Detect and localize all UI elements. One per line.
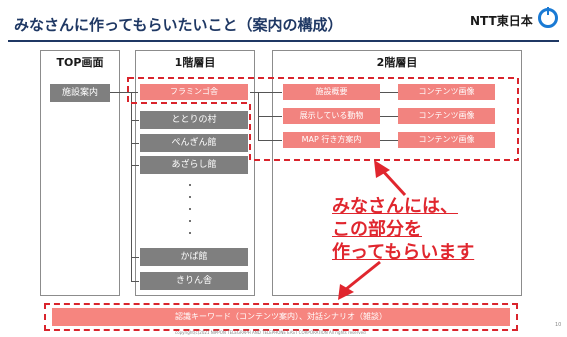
level1-item[interactable]: かば館 xyxy=(140,248,248,266)
connector-line xyxy=(131,165,139,166)
top-item-facility-guide[interactable]: 施設案内 xyxy=(50,84,110,102)
connector-line xyxy=(131,120,139,121)
level1-column-header: 1階層目 xyxy=(174,56,216,69)
connector-line xyxy=(258,140,282,141)
level1-item-flamingo[interactable]: フラミンゴ舎 xyxy=(140,84,248,100)
footer-keyword-bar[interactable]: 認識キーワード（コンテンツ案内）、対話シナリオ（雑談） xyxy=(52,308,510,326)
level1-item[interactable]: きりん舎 xyxy=(140,272,248,290)
connector-line xyxy=(380,140,398,141)
level2-item-overview[interactable]: 施設概要 xyxy=(283,84,380,100)
page-title: みなさんに作ってもらいたいこと（案内の構成） xyxy=(14,16,343,34)
level2-item-map[interactable]: MAP 行き方案内 xyxy=(283,132,380,148)
ellipsis-dot xyxy=(189,196,191,198)
connector-line xyxy=(131,257,139,258)
callout-line-1: みなさんには、 xyxy=(332,196,458,217)
content-image-box[interactable]: コンテンツ画像 xyxy=(398,84,495,100)
title-divider xyxy=(8,40,559,42)
ellipsis-dot xyxy=(189,220,191,222)
level2-column-header: 2階層目 xyxy=(376,56,418,69)
level1-item[interactable]: ぺんぎん館 xyxy=(140,134,248,152)
connector-trunk xyxy=(131,92,132,282)
power-icon xyxy=(538,7,558,28)
level2-item-animals[interactable]: 展示している動物 xyxy=(283,108,380,124)
connector-line xyxy=(110,92,138,93)
ellipsis-dot xyxy=(189,232,191,234)
connector-line xyxy=(250,92,282,93)
ellipsis-dot xyxy=(189,208,191,210)
copyright-text: copyright(c)2021 NIPPON TELEGRAPH AND TE… xyxy=(175,330,366,335)
connector-line xyxy=(131,143,139,144)
connector-line xyxy=(380,116,398,117)
callout-line-3: 作ってもらいます xyxy=(332,242,475,263)
brand-logo-text: NTT東日本 xyxy=(470,14,533,28)
page-number: 10 xyxy=(555,322,562,328)
connector-line xyxy=(380,92,398,93)
footer-highlight xyxy=(44,303,518,331)
content-image-box[interactable]: コンテンツ画像 xyxy=(398,132,495,148)
connector-line xyxy=(131,281,139,282)
top-column-header: TOP画面 xyxy=(56,56,104,69)
level1-item[interactable]: ととりの村 xyxy=(140,111,248,129)
level1-item[interactable]: あざらし館 xyxy=(140,156,248,174)
ellipsis-dot xyxy=(189,184,191,186)
content-image-box[interactable]: コンテンツ画像 xyxy=(398,108,495,124)
connector-line xyxy=(258,116,282,117)
callout-line-2: この部分を xyxy=(332,219,422,240)
